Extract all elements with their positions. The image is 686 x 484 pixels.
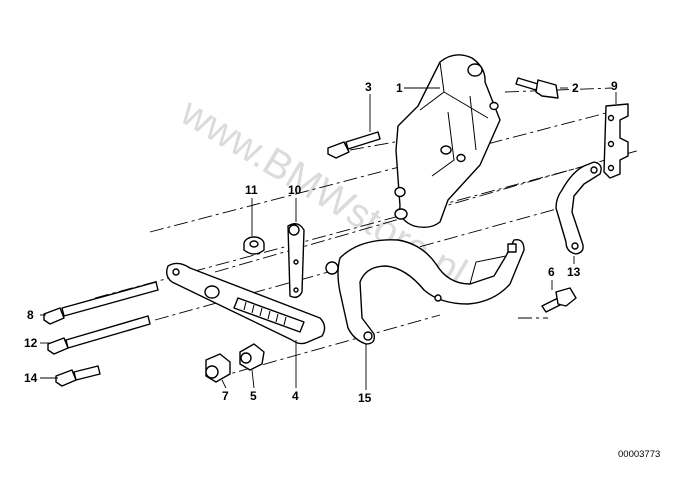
support-bracket-15 (325, 239, 525, 345)
callout-13: 13 (567, 265, 581, 279)
callout-11: 11 (245, 183, 258, 197)
nut-5 (239, 343, 265, 371)
callout-14: 14 (24, 371, 38, 385)
callout-2: 2 (572, 81, 579, 95)
bolt-3 (327, 131, 381, 159)
bolt-2 (515, 77, 559, 99)
diagram-code: 00003773 (618, 449, 660, 460)
bolt-12 (47, 315, 151, 355)
callout-12: 12 (24, 336, 38, 350)
callout-4: 4 (292, 389, 299, 403)
callout-9: 9 (611, 79, 618, 93)
link-10 (287, 223, 305, 299)
callout-5: 5 (250, 389, 257, 403)
slotted-plate-9 (603, 103, 629, 179)
spacer-11 (243, 236, 265, 255)
bolt-8 (43, 281, 159, 325)
callouts: 1 2 3 9 13 6 10 11 8 12 14 7 5 4 15 (24, 79, 618, 405)
callout-1: 1 (396, 81, 403, 95)
strap-bracket-13 (555, 161, 602, 255)
callout-10: 10 (288, 183, 302, 197)
callout-15: 15 (358, 391, 372, 405)
callout-3: 3 (365, 80, 372, 94)
bolt-14 (55, 365, 101, 387)
bolt-6 (541, 287, 577, 313)
adjusting-arm-4 (165, 262, 326, 345)
main-bracket (394, 54, 501, 229)
leader-lines (40, 87, 617, 390)
callout-7: 7 (222, 389, 229, 403)
nut-7 (205, 353, 231, 383)
callout-8: 8 (27, 308, 34, 322)
callout-6: 6 (548, 265, 555, 279)
